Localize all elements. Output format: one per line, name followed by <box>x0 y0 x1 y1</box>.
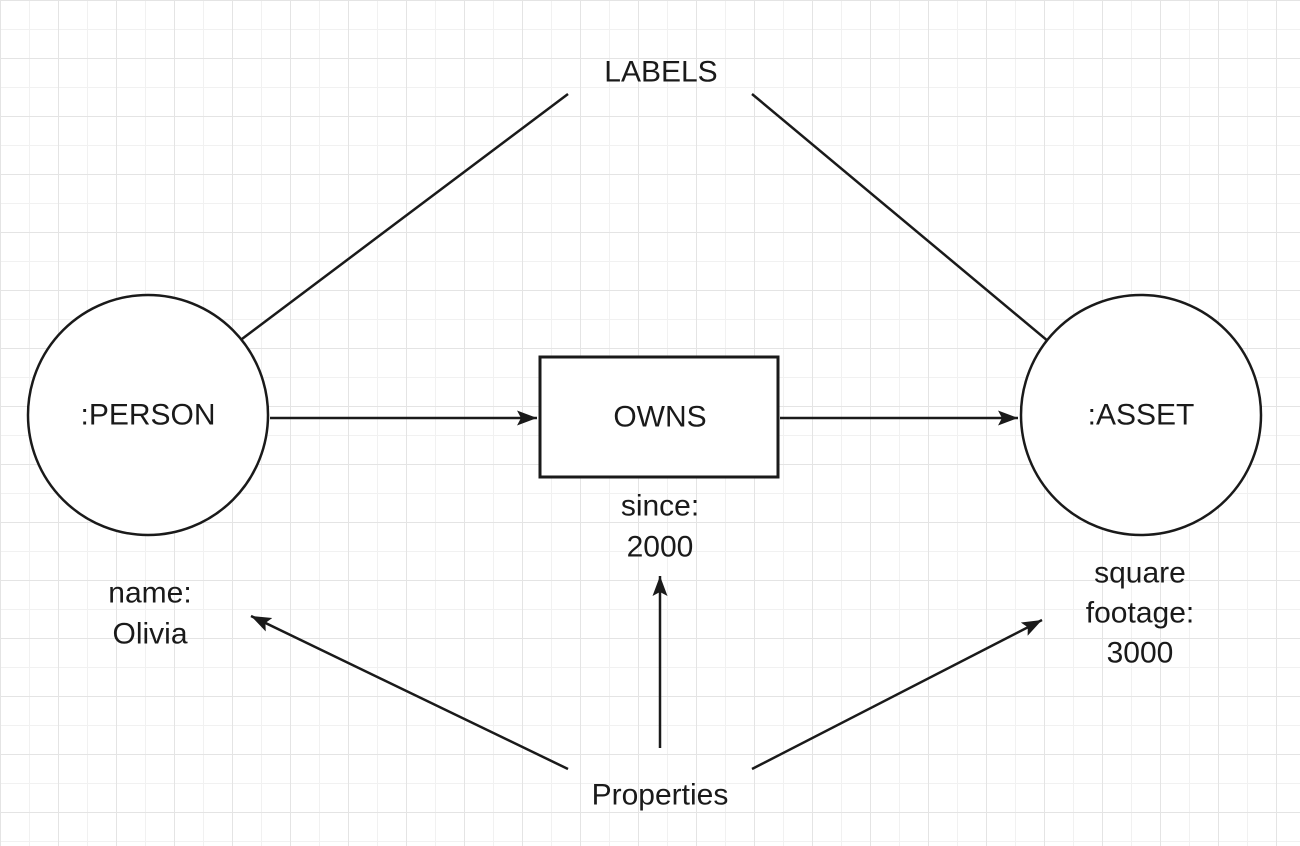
asset-properties-text: square footage: 3000 <box>1086 557 1194 670</box>
labels-to-asset-arrow <box>751 93 1104 388</box>
relationship-property-line: since: <box>621 490 699 523</box>
person-node: :PERSON <box>26 293 270 537</box>
relationship-properties-text: since: 2000 <box>621 490 699 564</box>
properties-annotation-group: Properties <box>250 576 1043 812</box>
properties-to-footage-arrow <box>751 618 1043 771</box>
asset-property-line: 3000 <box>1107 637 1174 670</box>
person-property-line: Olivia <box>112 618 187 651</box>
asset-node: :ASSET <box>1019 293 1263 537</box>
asset-property-line: footage: <box>1086 597 1194 630</box>
labels-annotation-group: LABELS <box>185 56 1104 388</box>
person-property-line: name: <box>108 577 191 610</box>
properties-to-name-arrow <box>250 614 569 771</box>
owns-relationship-rect <box>538 355 780 479</box>
asset-node-circle <box>1019 293 1263 537</box>
asset-property-line: square <box>1094 557 1186 590</box>
properties-annotation-text: Properties <box>592 779 729 812</box>
person-properties-text: name: Olivia <box>108 577 191 651</box>
labels-to-person-arrow <box>185 93 569 382</box>
labels-annotation-text: LABELS <box>604 56 717 89</box>
owns-relationship-label: OWNS <box>613 401 706 434</box>
person-node-label: :PERSON <box>80 399 215 432</box>
asset-node-label: :ASSET <box>1088 399 1195 432</box>
relationship-property-line: 2000 <box>627 531 694 564</box>
owns-relationship: OWNS <box>270 355 1018 479</box>
person-node-circle <box>26 293 270 537</box>
